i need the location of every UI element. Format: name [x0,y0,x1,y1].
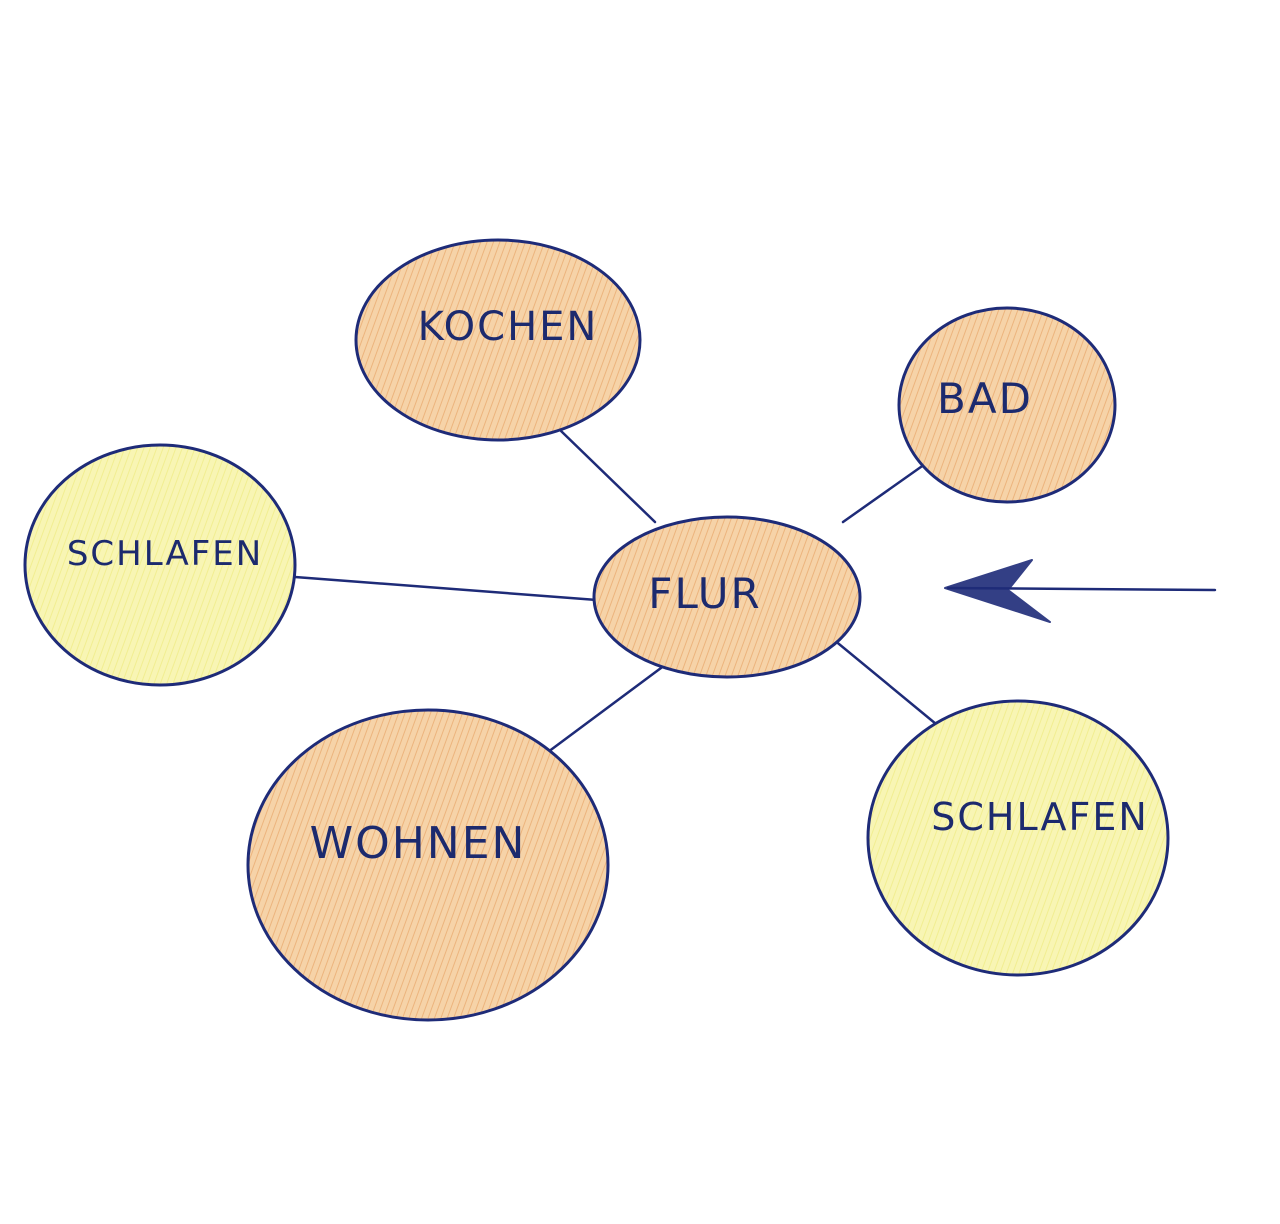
edge-flur-schlafen-left [293,575,599,602]
node-label: WOHNEN [310,818,527,869]
node-kochen: KOCHEN [354,238,642,442]
node-label: SCHLAFEN [67,534,263,574]
node-label: FLUR [648,569,761,618]
node-label: BAD [937,374,1033,423]
node-schlafen-left: SCHLAFEN [23,443,297,687]
node-bad: BAD [897,306,1117,504]
node-wohnen: WOHNEN [246,708,610,1022]
edge-flur-kochen [558,428,657,524]
node-schlafen-right: SCHLAFEN [866,699,1170,977]
node-label: KOCHEN [418,304,599,350]
edge-flur-wohnen [546,663,667,754]
node-flur: FLUR [592,515,862,679]
node-label: SCHLAFEN [931,795,1149,839]
arrow-left-icon [944,559,1217,623]
